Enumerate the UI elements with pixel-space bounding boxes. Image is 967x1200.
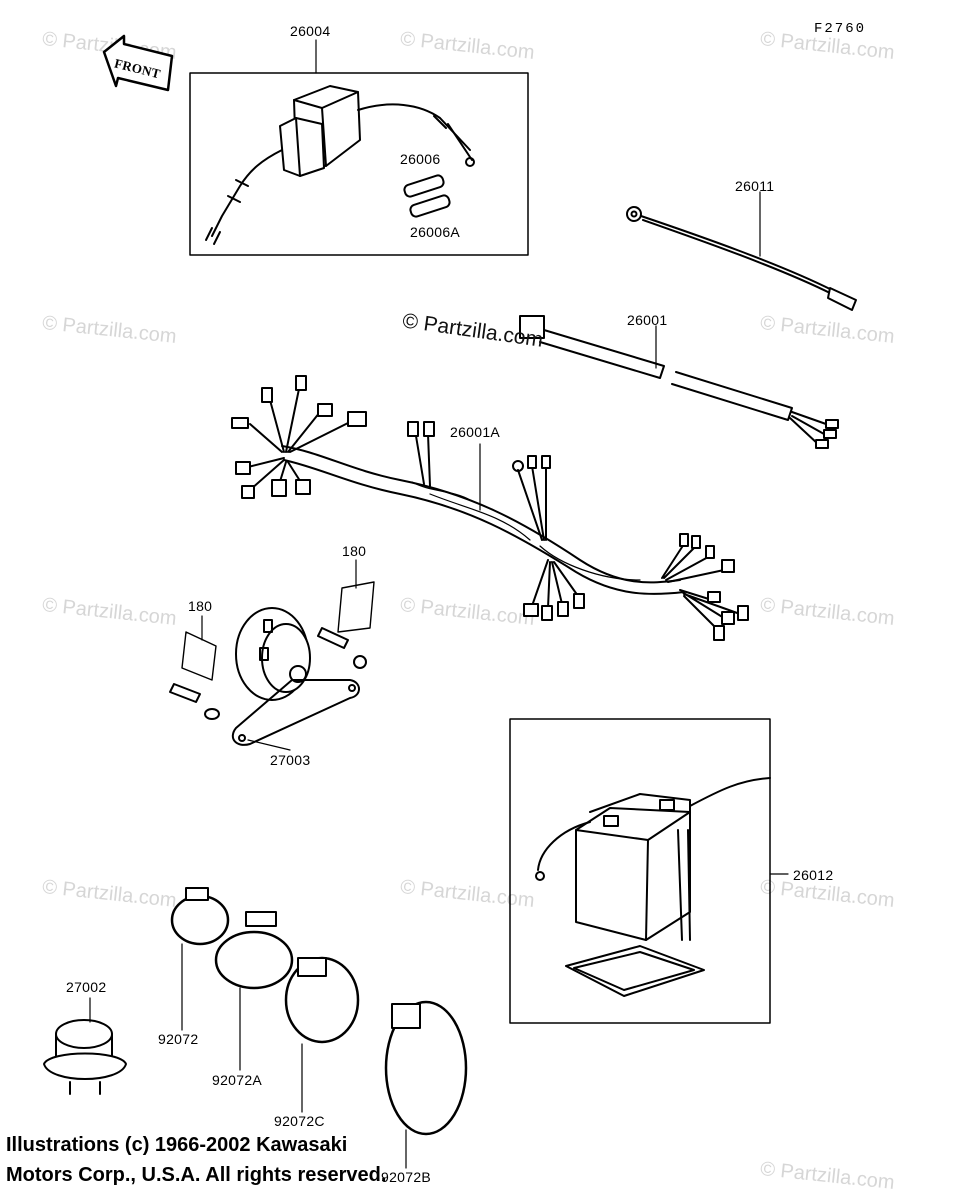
part-label-180-right: 180 [342, 543, 367, 559]
part-label-180-left: 180 [188, 598, 213, 614]
part-label-27003: 27003 [270, 752, 311, 768]
part-label-27002: 27002 [66, 979, 107, 995]
part-label-92072b: 92072B [381, 1169, 432, 1185]
part-label-26006a: 26006A [410, 224, 461, 240]
sub-harness-illustration [519, 315, 839, 449]
horn-illustration [169, 559, 375, 751]
cdi-unit-illustration [205, 85, 475, 245]
battery-illustration [535, 777, 771, 997]
part-label-26004: 26004 [290, 23, 331, 39]
part-label-26011: 26011 [735, 178, 775, 194]
copyright-line-2: Motors Corp., U.S.A. All rights reserved… [6, 1164, 387, 1186]
ground-cable-illustration [626, 191, 857, 311]
relay-illustration [43, 997, 127, 1095]
part-label-26001: 26001 [627, 312, 668, 328]
figure-id: F2760 [814, 21, 867, 37]
part-label-26006: 26006 [400, 151, 441, 167]
part-label-92072c: 92072C [274, 1113, 325, 1129]
group-box-26012 [509, 718, 771, 1024]
part-label-26001a: 26001A [450, 424, 501, 440]
part-label-26012: 26012 [793, 867, 834, 883]
front-arrow-icon [102, 34, 174, 92]
part-label-92072a: 92072A [212, 1072, 263, 1088]
group-box-26004 [189, 72, 529, 256]
part-label-92072: 92072 [158, 1031, 199, 1047]
main-harness-illustration [231, 375, 749, 641]
band-illustration [170, 887, 468, 1169]
fuse-illustration [403, 174, 451, 218]
copyright-line-1: Illustrations (c) 1966-2002 Kawasaki [6, 1134, 348, 1156]
